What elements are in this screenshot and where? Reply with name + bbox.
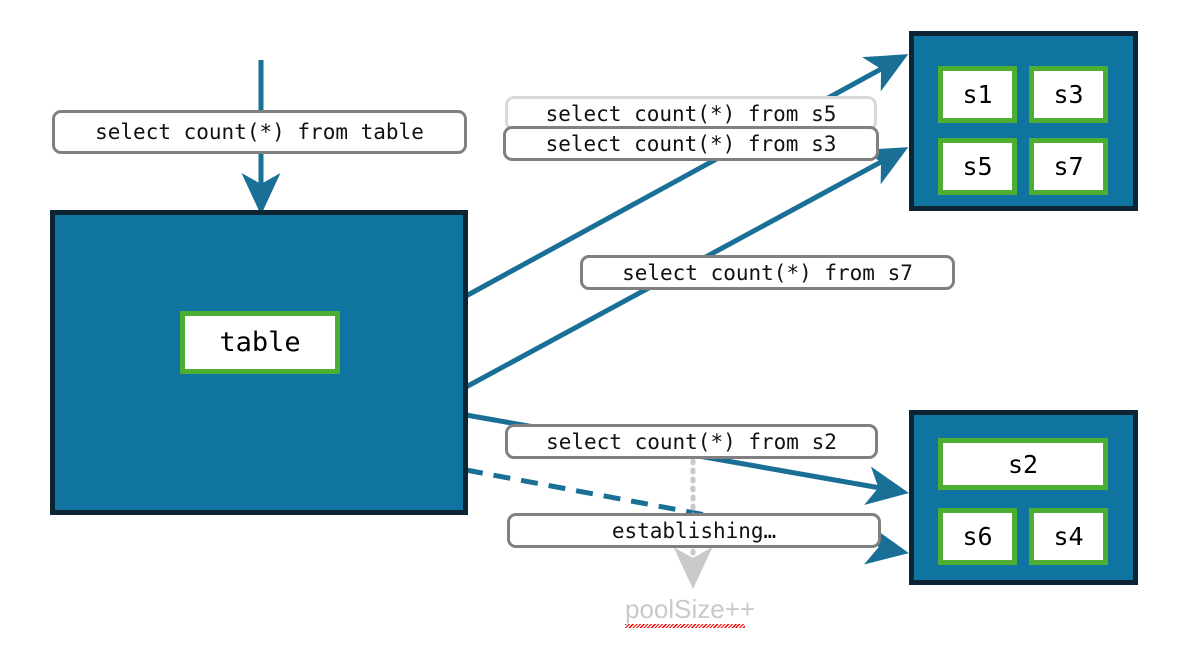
query-label-s3: select count(*) from s3 <box>503 126 879 161</box>
session-card-s7: s7 <box>1029 138 1108 195</box>
query-label-s7-text: select count(*) from s7 <box>622 260 913 285</box>
poolsize-annotation-text: poolSize++ <box>625 594 756 628</box>
session-card-s5: s5 <box>938 138 1017 195</box>
session-card-s4: s4 <box>1029 508 1108 565</box>
query-label-s2: select count(*) from s2 <box>505 424 878 459</box>
session-card-s1: s1 <box>938 66 1017 123</box>
session-card-s4-label: s4 <box>1053 522 1084 551</box>
session-card-s6-label: s6 <box>962 522 993 551</box>
session-card-s5-label: s5 <box>962 152 993 181</box>
table-card-label: table <box>219 327 301 358</box>
session-card-s6: s6 <box>938 508 1017 565</box>
poolsize-annotation: poolSize++ <box>625 594 756 628</box>
session-card-s1-label: s1 <box>962 80 993 109</box>
query-label-establishing-text: establishing… <box>611 518 777 543</box>
query-label-s2-text: select count(*) from s2 <box>546 429 837 454</box>
source-query-text: select count(*) from table <box>95 120 424 144</box>
source-query-label: select count(*) from table <box>52 110 467 154</box>
session-card-s7-label: s7 <box>1053 152 1084 181</box>
query-label-s3-text: select count(*) from s3 <box>545 131 837 156</box>
query-label-s7: select count(*) from s7 <box>580 255 955 290</box>
session-card-s2: s2 <box>938 438 1108 490</box>
table-card: table <box>180 311 340 374</box>
query-label-establishing: establishing… <box>507 513 881 548</box>
session-card-s3: s3 <box>1029 66 1108 123</box>
session-card-s3-label: s3 <box>1053 80 1084 109</box>
query-label-s5-text: select count(*) from s5 <box>545 101 837 126</box>
session-card-s2-label: s2 <box>1007 449 1039 479</box>
